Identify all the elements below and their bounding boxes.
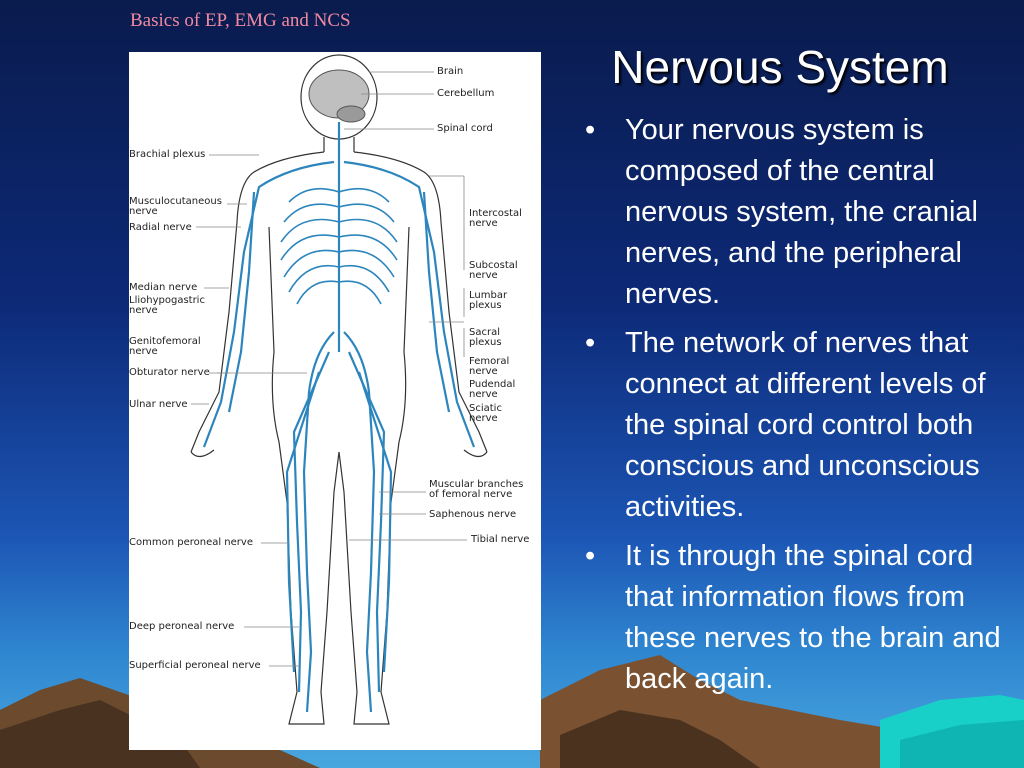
header-text: Basics of EP, EMG and NCS	[130, 10, 351, 31]
label-lumbar-plexus: Lumbar plexus	[469, 290, 508, 311]
bullet-text: The network of nerves that connect at di…	[625, 327, 986, 523]
bullet-symbol: •	[585, 540, 596, 572]
label-superficial-peroneal-nerve: Superficial peroneal nerve	[129, 660, 261, 671]
label-sacral-plexus: Sacral plexus	[469, 327, 502, 348]
label-obturator-nerve: Obturator nerve	[129, 367, 210, 378]
label-ulnar-nerve: Ulnar nerve	[129, 399, 188, 410]
label-muscular-branches: Muscular branches of femoral nerve	[429, 479, 524, 500]
label-radial-nerve: Radial nerve	[129, 222, 192, 233]
bullet-symbol: •	[585, 327, 596, 359]
label-sciatic-nerve: Sciatic nerve	[469, 403, 502, 424]
slide-title: Nervous System	[611, 41, 949, 93]
label-leader-lines	[191, 71, 467, 667]
label-brain: Brain	[437, 66, 464, 77]
label-common-peroneal-nerve: Common peroneal nerve	[129, 537, 253, 548]
bullet-text: It is through the spinal cord that infor…	[625, 540, 1001, 695]
label-cerebellum: Cerebellum	[437, 88, 495, 99]
label-musculocutaneous-nerve: Musculocutaneous nerve	[129, 196, 222, 217]
bullet-item: • Your nervous system is composed of the…	[585, 110, 1005, 315]
bullet-symbol: •	[585, 114, 596, 146]
label-deep-peroneal-nerve: Deep peroneal nerve	[129, 621, 235, 632]
bullet-item: • It is through the spinal cord that inf…	[585, 536, 1005, 700]
label-genitofemoral-nerve: Genitofemoral nerve	[129, 336, 201, 357]
label-brachial-plexus: Brachial plexus	[129, 149, 206, 160]
label-spinal-cord: Spinal cord	[437, 123, 493, 134]
label-subcostal-nerve: Subcostal nerve	[469, 260, 518, 281]
bullet-text: Your nervous system is composed of the c…	[625, 114, 978, 310]
label-saphenous-nerve: Saphenous nerve	[429, 509, 517, 520]
label-median-nerve: Median nerve	[129, 282, 198, 293]
label-iliohypogastric-nerve: Lliohypogastric nerve	[129, 295, 205, 316]
bullet-list: • Your nervous system is composed of the…	[585, 110, 1005, 708]
label-tibial-nerve: Tibial nerve	[471, 534, 530, 545]
label-femoral-nerve: Femoral nerve	[469, 356, 510, 377]
body-figure	[190, 54, 488, 725]
label-pudendal-nerve: Pudendal nerve	[469, 379, 516, 400]
bullet-item: • The network of nerves that connect at …	[585, 323, 1005, 528]
label-intercostal-nerve: Intercostal nerve	[469, 208, 522, 229]
